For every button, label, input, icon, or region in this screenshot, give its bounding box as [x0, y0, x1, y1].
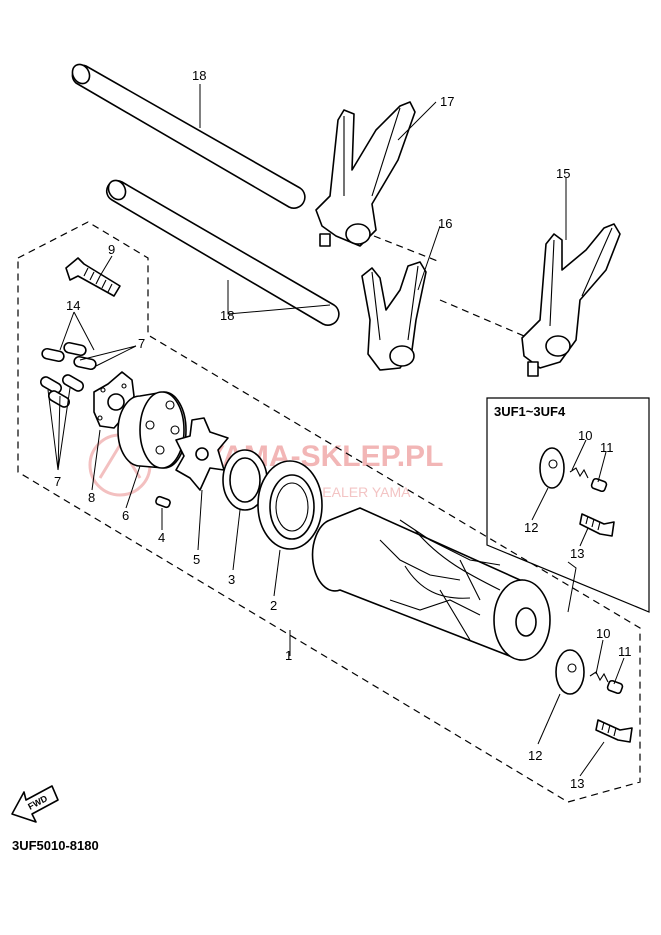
variant-label: 3UF1~3UF4 — [494, 404, 566, 419]
variant-connector — [567, 561, 577, 613]
label-15: 15 — [556, 166, 570, 181]
label-11b: 11 — [618, 644, 632, 659]
label-9: 9 — [108, 242, 115, 257]
fork-axis-line — [373, 235, 525, 337]
label-2: 2 — [270, 598, 277, 613]
shift-fork-16 — [361, 261, 427, 371]
bolt-11-upper — [590, 477, 608, 493]
leader-lines — [47, 84, 625, 777]
bearing-2 — [257, 460, 323, 550]
label-7b: 7 — [54, 474, 61, 489]
label-8: 8 — [88, 490, 95, 505]
label-5: 5 — [193, 552, 200, 567]
part-number-labels: 18 18 17 16 15 9 14 7 7 8 6 4 5 3 2 1 10… — [54, 68, 632, 791]
shift-fork-17 — [315, 101, 416, 247]
screw-9 — [65, 257, 121, 297]
washer-ring-3 — [222, 449, 268, 511]
bolt-11-lower — [606, 679, 624, 695]
variant-box-outline — [486, 397, 650, 613]
stopper-12-lower — [555, 649, 585, 695]
label-18b: 18 — [220, 308, 234, 323]
shift-fork-rod-lower — [105, 179, 340, 326]
label-18a: 18 — [192, 68, 206, 83]
spring-10-lower — [589, 671, 609, 683]
shift-drum-1 — [311, 507, 551, 661]
stopper-12-upper — [539, 447, 565, 489]
dowel-pin-4 — [155, 495, 171, 509]
pins-lower — [40, 374, 84, 408]
shift-fork-rod-upper — [71, 63, 306, 209]
label-1: 1 — [285, 648, 292, 663]
label-13b: 13 — [570, 776, 584, 791]
shift-fork-15 — [521, 223, 621, 377]
fwd-arrow-icon — [11, 785, 59, 823]
label-11a: 11 — [600, 440, 614, 455]
assembly-boundary — [17, 221, 641, 803]
label-4: 4 — [158, 530, 165, 545]
label-10a: 10 — [578, 428, 592, 443]
pins-upper — [41, 341, 97, 371]
label-13a: 13 — [570, 546, 584, 561]
drum-collar-6 — [117, 391, 187, 469]
label-10b: 10 — [596, 626, 610, 641]
screw-13-lower — [595, 719, 633, 743]
label-17: 17 — [440, 94, 454, 109]
spring-10-upper — [569, 467, 589, 479]
label-6: 6 — [122, 508, 129, 523]
label-12b: 12 — [528, 748, 542, 763]
drawing-code: 3UF5010-8180 — [12, 838, 99, 853]
label-7a: 7 — [138, 336, 145, 351]
label-12a: 12 — [524, 520, 538, 535]
screw-13-upper — [579, 513, 615, 537]
label-3: 3 — [228, 572, 235, 587]
fwd-arrow: FWD — [11, 785, 59, 823]
label-14: 14 — [66, 298, 80, 313]
star-plate-5 — [175, 417, 229, 491]
label-16: 16 — [438, 216, 452, 231]
